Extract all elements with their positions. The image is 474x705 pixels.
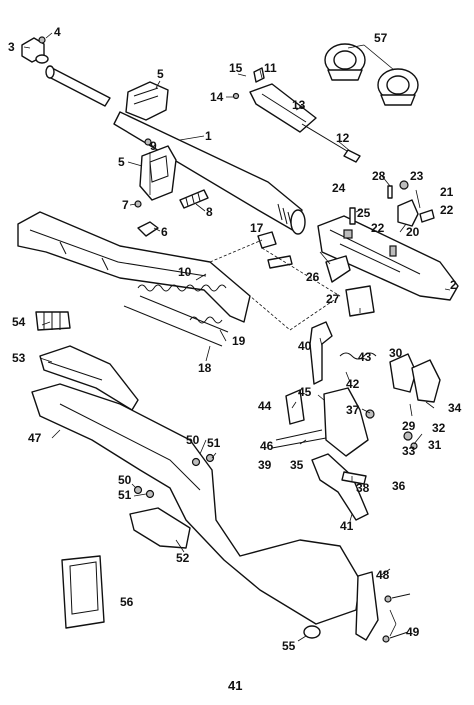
pin-24-part [349,207,356,225]
callout-24: 24 [332,181,346,195]
callout-30: 30 [389,346,403,360]
trigger-guard-part [129,507,191,549]
callout-1: 1 [205,129,212,143]
callout-11: 11 [264,61,277,75]
screw-51b-part [145,489,155,499]
plate-27-part [345,285,375,317]
callout-3: 3 [8,40,15,54]
callout-5-top: 5 [157,67,164,81]
callout-53: 53 [12,351,26,365]
page-number: 41 [228,678,242,693]
screw-50a-part [191,457,201,467]
callout-45: 45 [298,385,312,399]
rear-sight-part [397,180,435,227]
pin-28-part [387,185,393,199]
buttplate-part [355,571,411,643]
sling-swivel-part [303,625,321,639]
magazine-part [61,555,105,629]
callout-28: 28 [372,169,386,183]
callout-7: 7 [122,198,129,212]
callout-51-top: 51 [207,436,221,450]
piston-clip-part [137,221,159,237]
callout-48: 48 [376,568,390,582]
callout-29: 29 [402,419,416,433]
callout-35: 35 [290,458,304,472]
bolt-part [232,67,317,133]
callout-27: 27 [326,292,340,306]
callout-38: 38 [356,481,370,495]
callout-12: 12 [336,131,350,145]
callout-8: 8 [206,205,213,219]
callout-4: 4 [54,25,61,39]
callout-19: 19 [232,334,246,348]
callout-51-bottom: 51 [118,488,132,502]
front-sight-part [21,36,49,64]
callout-56: 56 [120,595,134,609]
callout-47: 47 [28,431,42,445]
callout-9: 9 [150,139,157,153]
callout-43: 43 [358,350,372,364]
leader-lines [23,32,451,642]
callout-49: 49 [406,625,420,639]
callout-18: 18 [198,361,212,375]
callout-52: 52 [176,551,190,565]
callout-17: 17 [250,221,264,235]
callout-57: 57 [374,31,388,45]
callout-40: 40 [298,339,312,353]
screw-50b-part [133,485,143,495]
callout-50-top: 50 [186,433,200,447]
operating-rod-part [17,211,251,323]
callout-36: 36 [392,479,406,493]
callout-labels: 3 4 5 1 15 11 14 13 57 12 9 5 7 8 6 28 2… [8,25,462,653]
flash-hider-part [35,311,71,331]
callout-41: 41 [340,519,354,533]
callout-14: 14 [210,90,224,104]
callout-31: 31 [428,438,442,452]
callout-25: 25 [357,206,371,220]
callout-32: 32 [432,421,446,435]
callout-22-right: 22 [440,203,454,217]
gas-block-part [134,138,177,208]
callout-15: 15 [229,61,243,75]
callout-2: 2 [450,278,457,292]
callout-42: 42 [346,377,360,391]
callout-46: 46 [260,439,274,453]
trigger-group-part [271,321,441,521]
scope-rings-part [324,43,419,106]
callout-22-left: 22 [371,221,385,235]
screw-51a-part [205,453,215,463]
gas-tube-part [45,65,111,107]
callout-6: 6 [161,225,168,239]
barrel-part [113,111,306,235]
recoil-spring-part [123,284,229,347]
gas-piston-part [179,189,209,209]
callout-5-mid: 5 [118,155,125,169]
receiver-part [317,215,459,301]
bolt-guide-part [209,231,341,331]
bolt-stop-part [325,255,351,283]
callout-20: 20 [406,225,420,239]
callout-34: 34 [448,401,462,415]
firing-pin-part [301,123,361,163]
callout-37: 37 [346,403,360,417]
callout-44: 44 [258,399,272,413]
handguard-part [39,345,139,411]
callout-50-bottom: 50 [118,473,132,487]
callout-23: 23 [410,169,424,183]
callout-33: 33 [402,444,416,458]
callout-55: 55 [282,639,296,653]
callout-39: 39 [258,458,272,472]
callout-21: 21 [440,185,454,199]
callout-26: 26 [306,270,320,284]
callout-10: 10 [178,265,192,279]
callout-54: 54 [12,315,26,329]
callout-13: 13 [292,98,306,112]
gas-block-cap-part [125,81,169,121]
